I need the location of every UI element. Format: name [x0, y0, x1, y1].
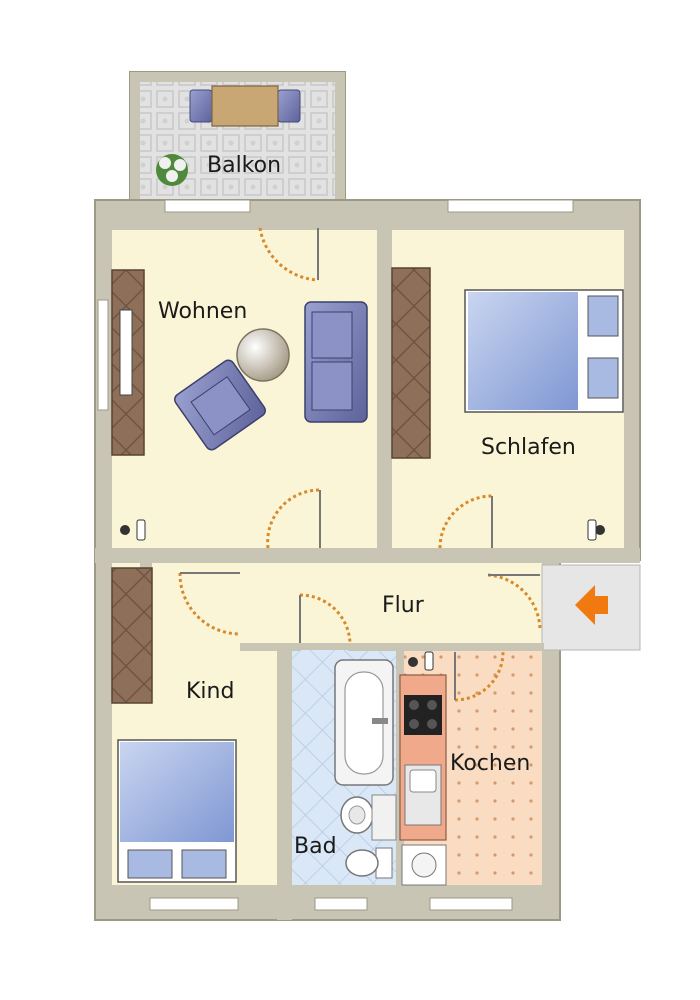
windows — [97, 199, 574, 911]
door-leaves — [180, 228, 540, 700]
washbasin — [340, 796, 374, 834]
shelf — [371, 794, 397, 841]
toilet — [345, 847, 393, 879]
balcony-table-set — [189, 85, 301, 127]
bathtub — [334, 659, 394, 786]
double-bed — [464, 289, 624, 413]
armchair — [174, 359, 266, 451]
coffee-table — [236, 328, 290, 382]
room-label-schlafen: Schlafen — [481, 435, 576, 460]
room-label-kochen: Kochen — [450, 751, 530, 776]
room-label-balkon: Balkon — [207, 153, 281, 178]
socket-icon — [120, 519, 146, 541]
living-wardrobe — [111, 269, 145, 456]
room-label-kind: Kind — [186, 679, 234, 704]
room-label-bad: Bad — [294, 834, 337, 859]
sofa — [304, 301, 368, 423]
kids-wardrobe — [111, 567, 153, 704]
room-label-flur: Flur — [382, 593, 425, 618]
bedroom-wardrobe — [391, 267, 431, 459]
kids-bed — [117, 739, 237, 883]
plant-icon — [156, 154, 188, 186]
kitchen-counter — [399, 674, 447, 841]
entrance-arrow-icon — [575, 585, 608, 625]
socket-icon — [587, 519, 605, 541]
washing-machine-icon — [401, 844, 447, 886]
door-swings — [178, 227, 542, 702]
socket-icon — [408, 651, 434, 671]
room-label-wohnen: Wohnen — [158, 299, 247, 324]
